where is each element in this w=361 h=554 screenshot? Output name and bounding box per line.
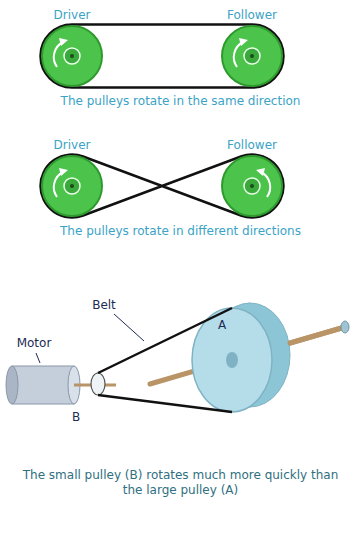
pulley: Driver bbox=[39, 4, 105, 89]
arrow-arc bbox=[54, 172, 63, 197]
arrow-head bbox=[59, 38, 68, 46]
motor-body bbox=[12, 366, 74, 404]
rotation-arrow bbox=[54, 168, 68, 197]
pulley-label: Follower bbox=[227, 7, 277, 23]
rotation-arrow bbox=[256, 168, 270, 197]
small-pulley bbox=[91, 373, 105, 395]
pulley-label: Driver bbox=[54, 7, 91, 23]
arrow-head bbox=[256, 168, 265, 176]
caption-text: The pulleys rotate in different directio… bbox=[50, 224, 311, 239]
part-label: A bbox=[214, 318, 230, 333]
belt bbox=[41, 25, 284, 88]
pulley-rim bbox=[222, 26, 282, 86]
motor-end bbox=[6, 366, 18, 404]
part-label: B bbox=[66, 410, 86, 425]
pulley-wheel bbox=[39, 153, 105, 219]
leader-line bbox=[114, 314, 144, 341]
rotation-arrow bbox=[234, 38, 248, 67]
belt bbox=[41, 155, 284, 218]
pulley-axle bbox=[250, 184, 254, 188]
leader-line bbox=[36, 353, 40, 363]
large-pulley bbox=[192, 308, 272, 412]
pulley-label: Follower bbox=[227, 137, 277, 153]
pulley-hub bbox=[226, 352, 238, 368]
pulley-rim bbox=[222, 156, 282, 216]
pulley-axle bbox=[70, 184, 74, 188]
pulley-axle bbox=[250, 54, 254, 58]
pulley-rim bbox=[42, 156, 102, 216]
pulley-wheel bbox=[219, 153, 285, 219]
pulley-wheel bbox=[219, 23, 285, 89]
pulley-hub bbox=[244, 48, 260, 64]
pulley-hub bbox=[64, 178, 80, 194]
pulley: Driver bbox=[39, 134, 105, 219]
caption-text: The small pulley (B) rotates much more q… bbox=[22, 468, 339, 498]
belt bbox=[98, 308, 232, 373]
caption-text: The pulleys rotate in the same direction bbox=[50, 94, 311, 109]
pulley-label: Driver bbox=[54, 137, 91, 153]
arrow-arc bbox=[54, 42, 63, 67]
pulley-rim bbox=[42, 26, 102, 86]
arrow-head bbox=[59, 168, 68, 176]
shaft-knob bbox=[341, 321, 349, 333]
pulley-wheel bbox=[39, 23, 105, 89]
part-label: Belt bbox=[84, 298, 124, 313]
pulley-hub bbox=[244, 178, 260, 194]
pulley-hub bbox=[64, 48, 80, 64]
arrow-head bbox=[239, 38, 248, 46]
shaft-end bbox=[290, 327, 345, 343]
pulley: Follower bbox=[219, 4, 285, 89]
pulley-axle bbox=[70, 54, 74, 58]
belt bbox=[98, 395, 232, 412]
part-label: Motor bbox=[6, 336, 62, 351]
rotation-arrow bbox=[54, 38, 68, 67]
pulley: Follower bbox=[219, 134, 285, 219]
arrow-arc bbox=[234, 42, 243, 67]
arrow-arc bbox=[261, 172, 270, 197]
